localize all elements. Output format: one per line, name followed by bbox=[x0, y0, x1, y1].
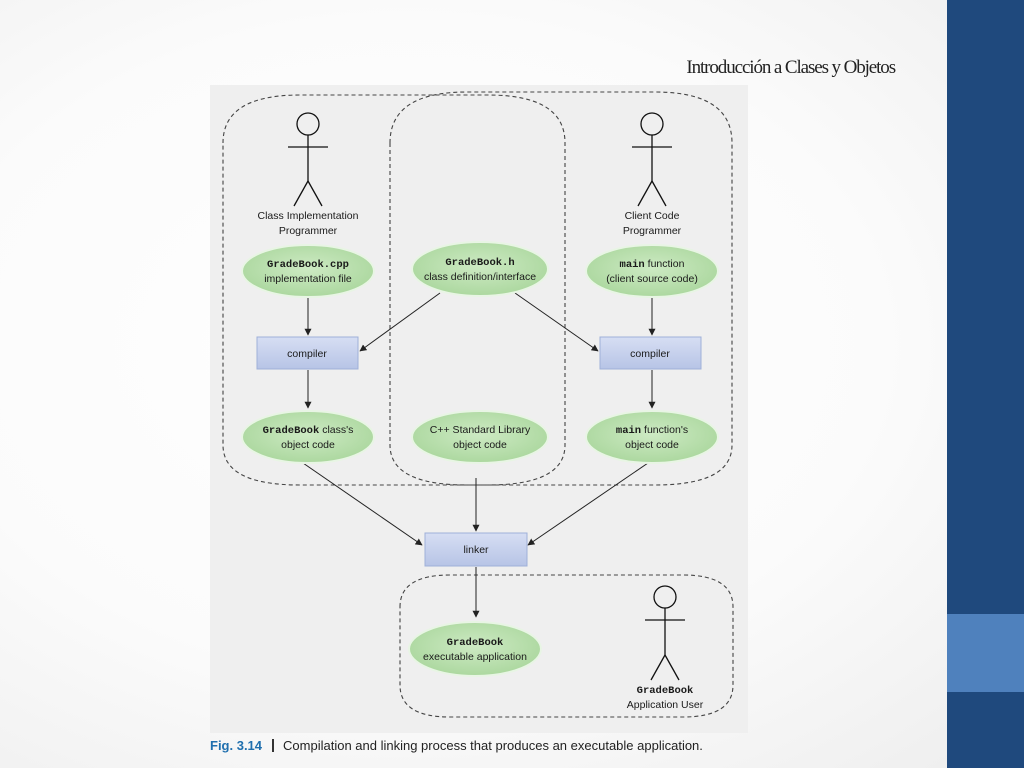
executable-node bbox=[408, 621, 542, 677]
application-user-label-2: Application User bbox=[627, 699, 704, 711]
gradebook-object-label: GradeBook class's bbox=[263, 424, 354, 437]
caption-divider bbox=[272, 739, 275, 752]
impl-programmer-icon bbox=[288, 112, 328, 207]
main-object-desc: object code bbox=[625, 439, 679, 451]
linker-label: linker bbox=[463, 544, 489, 556]
arrow-mainobj-to-linker bbox=[527, 462, 649, 546]
impl-programmer-label-2: Programmer bbox=[279, 225, 338, 237]
caption-text: Compilation and linking process that pro… bbox=[283, 738, 703, 753]
main-function-node bbox=[585, 244, 719, 298]
application-user-icon bbox=[645, 585, 685, 681]
gradebook-h-node bbox=[411, 241, 549, 297]
gradebook-cpp-node bbox=[241, 244, 375, 298]
impl-programmer-label-1: Class Implementation bbox=[258, 210, 359, 222]
client-region bbox=[389, 91, 733, 486]
arrow-obj-to-linker bbox=[302, 462, 423, 546]
main-function-label: main function bbox=[620, 258, 685, 271]
slide-title: Introducción a Clases y Objetos bbox=[686, 57, 896, 78]
stdlib-object-desc: object code bbox=[453, 439, 507, 451]
compiler-right-label: compiler bbox=[630, 348, 670, 360]
client-programmer-label-2: Programmer bbox=[623, 225, 682, 237]
compiler-left-box bbox=[256, 336, 359, 370]
figure-caption: Fig. 3.14 Compilation and linking process… bbox=[210, 738, 750, 753]
compilation-diagram: Class Implementation Programmer Client C… bbox=[222, 91, 734, 718]
user-region bbox=[399, 574, 734, 718]
main-object-node bbox=[585, 410, 719, 464]
arrow-header-to-left-compiler bbox=[359, 292, 441, 352]
client-programmer-label-1: Client Code bbox=[625, 210, 680, 222]
gradebook-cpp-label: GradeBook.cpp bbox=[267, 259, 349, 271]
main-function-desc: (client source code) bbox=[606, 273, 698, 285]
application-user-label-1: GradeBook bbox=[637, 685, 694, 697]
gradebook-object-desc: object code bbox=[281, 439, 335, 451]
gradebook-h-desc: class definition/interface bbox=[424, 271, 536, 283]
gradebook-object-node bbox=[241, 410, 375, 464]
gradebook-cpp-desc: implementation file bbox=[264, 273, 352, 285]
main-object-label: main function's bbox=[616, 424, 688, 437]
compiler-left-label: compiler bbox=[287, 348, 327, 360]
client-programmer-icon bbox=[632, 112, 672, 207]
executable-desc: executable application bbox=[423, 651, 527, 663]
compiler-right-box bbox=[599, 336, 702, 370]
sidebar-accent-block bbox=[947, 614, 1024, 692]
stdlib-object-label: C++ Standard Library bbox=[430, 424, 531, 436]
impl-region bbox=[222, 94, 566, 486]
gradebook-h-label: GradeBook.h bbox=[445, 257, 514, 269]
linker-box bbox=[424, 532, 528, 567]
stdlib-object-node bbox=[411, 410, 549, 464]
arrow-header-to-right-compiler bbox=[514, 292, 599, 352]
executable-label: GradeBook bbox=[447, 637, 504, 649]
connectors bbox=[302, 292, 656, 618]
figure-number: Fig. 3.14 bbox=[210, 738, 263, 753]
